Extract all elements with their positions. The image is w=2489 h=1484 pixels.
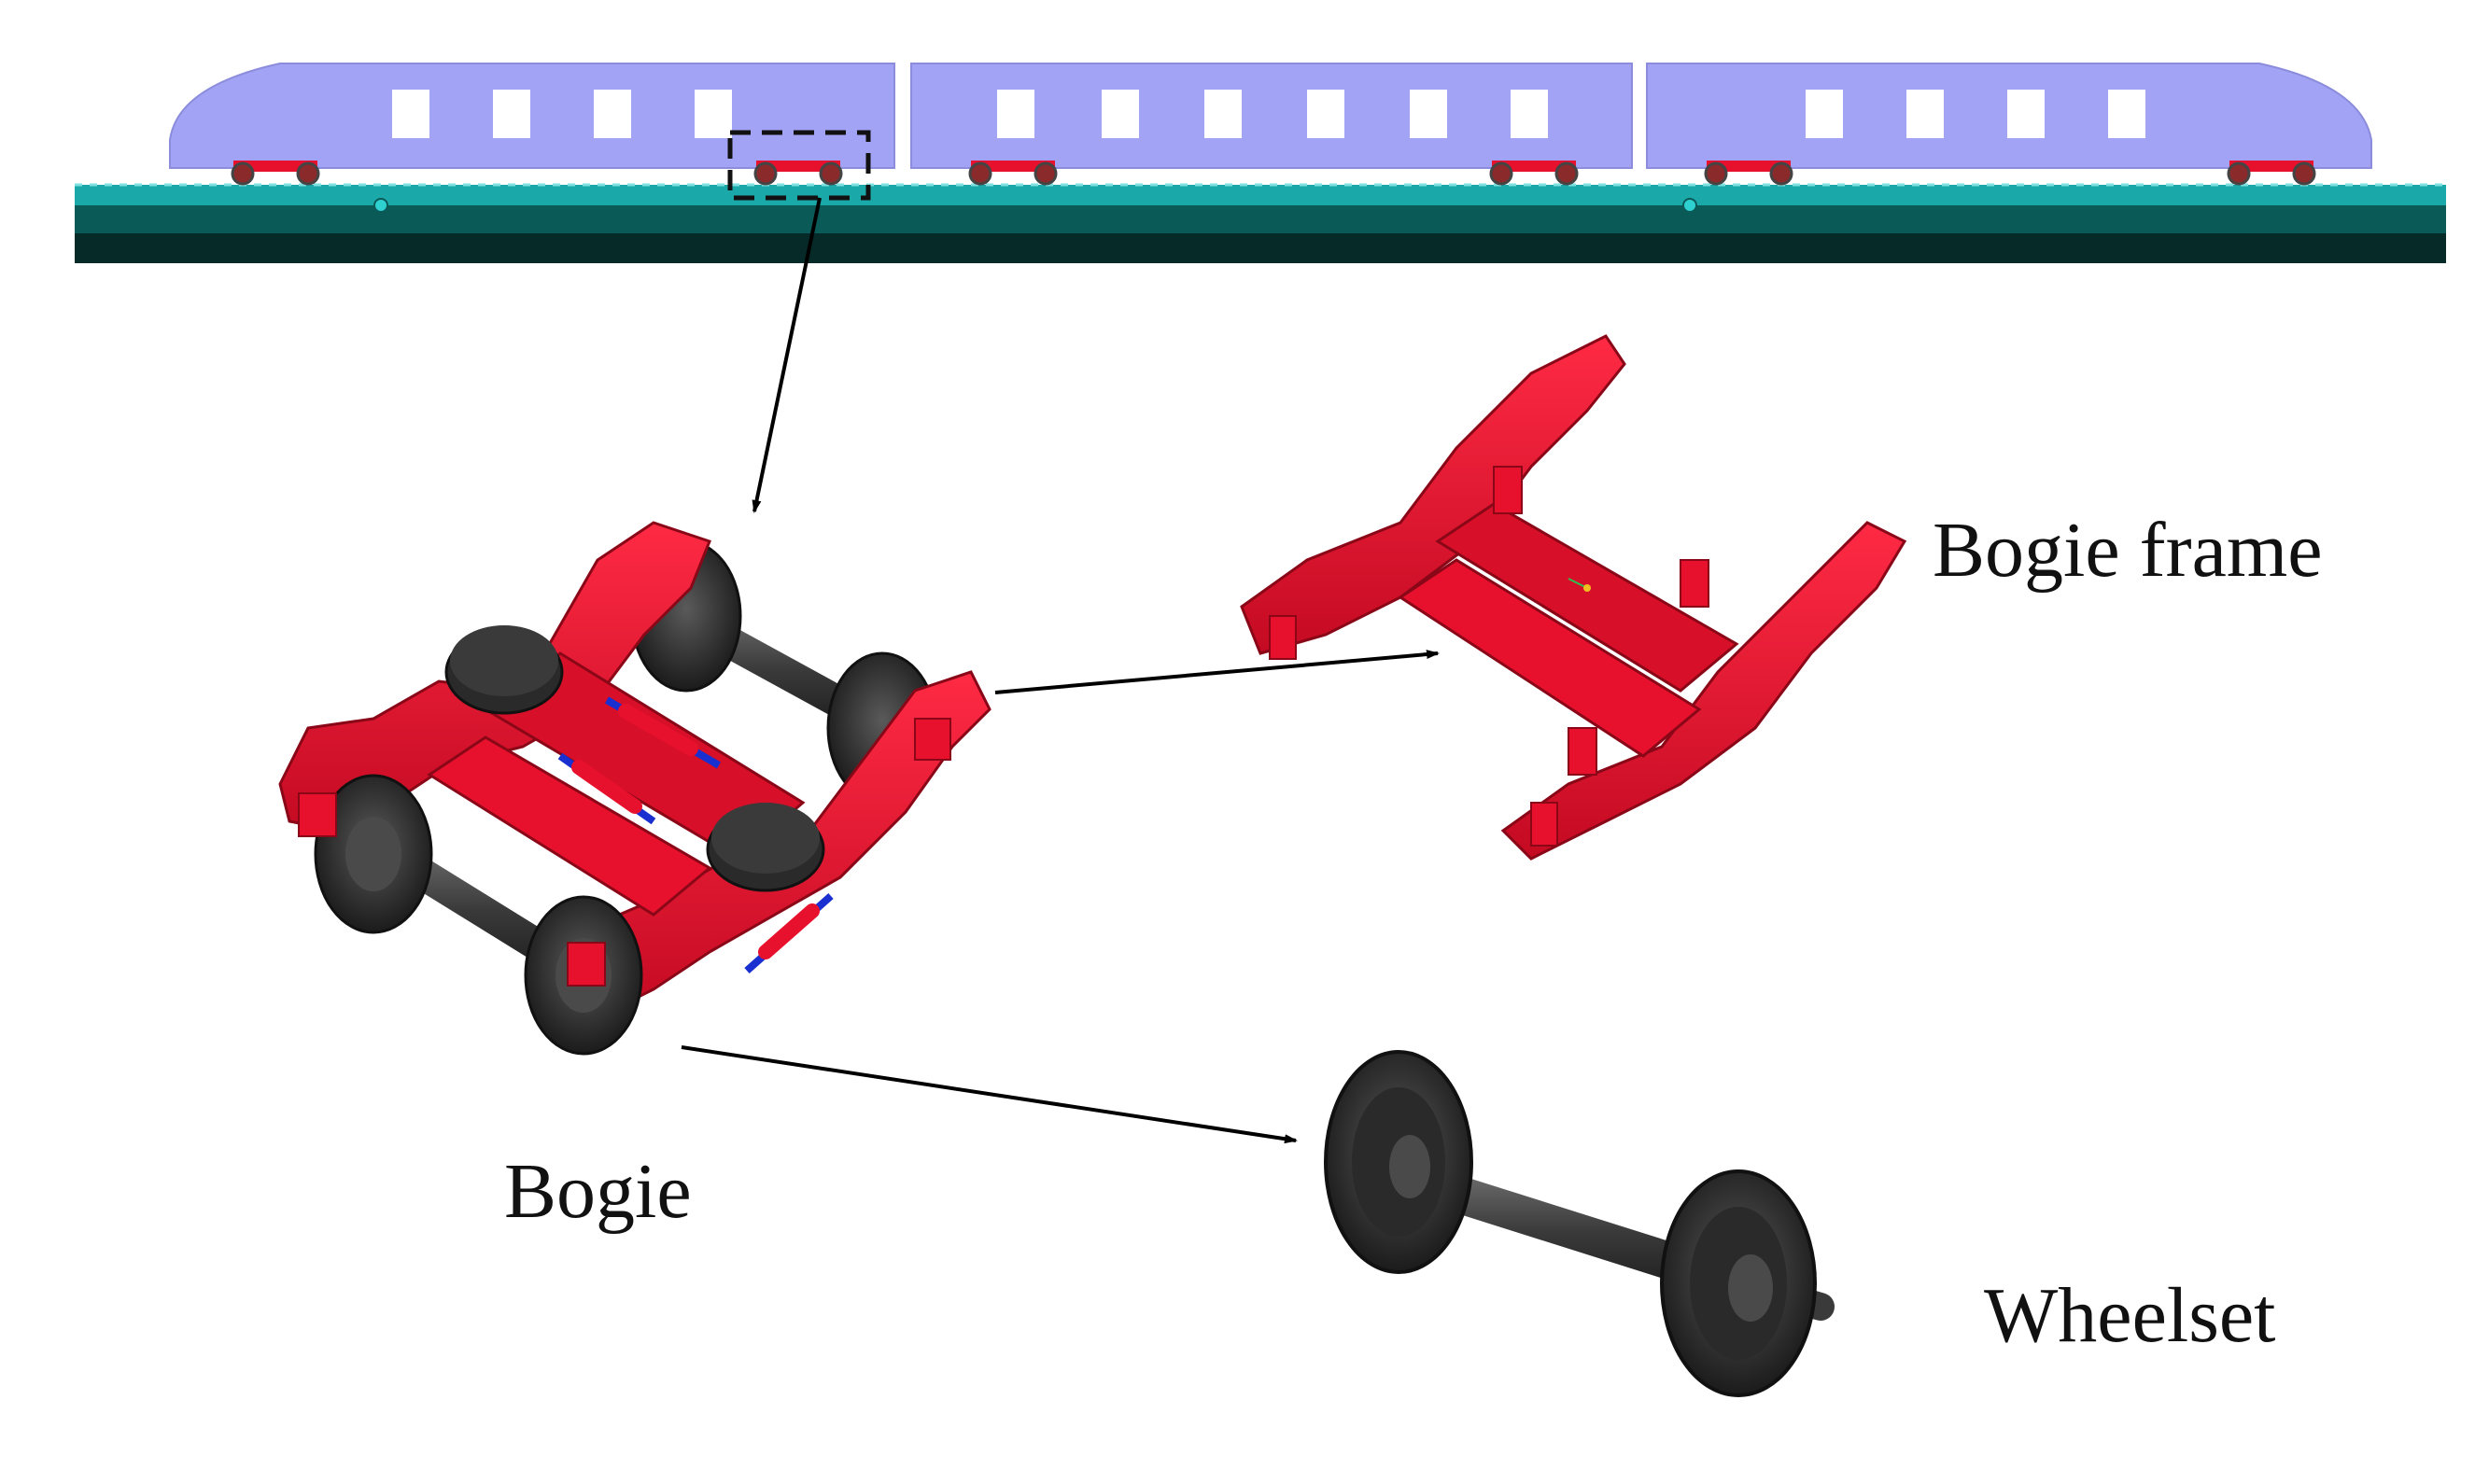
bogie-frame-label: Bogie frame xyxy=(1933,507,2323,594)
connector-arrows xyxy=(681,197,1440,1144)
wheelset-3d-model xyxy=(1324,1050,1835,1397)
train-car-middle xyxy=(910,63,1633,169)
wheelset-label: Wheelset xyxy=(1984,1272,2276,1359)
arrow-train-to-bogie xyxy=(752,197,822,513)
bogie-highlight-box xyxy=(727,130,871,201)
bogie-frame-3d-model xyxy=(1240,334,1907,861)
train-car-head xyxy=(169,63,895,169)
track xyxy=(75,183,2446,263)
bogie-label: Bogie xyxy=(504,1148,692,1235)
arrow-bogie-to-frame xyxy=(994,650,1440,694)
arrow-bogie-to-wheelset xyxy=(681,1045,1298,1144)
bogie-3d-model xyxy=(278,521,991,1056)
train-car-tail xyxy=(1646,63,2372,169)
train-mini-bogies xyxy=(231,161,2316,186)
train-side-view xyxy=(75,63,2446,263)
